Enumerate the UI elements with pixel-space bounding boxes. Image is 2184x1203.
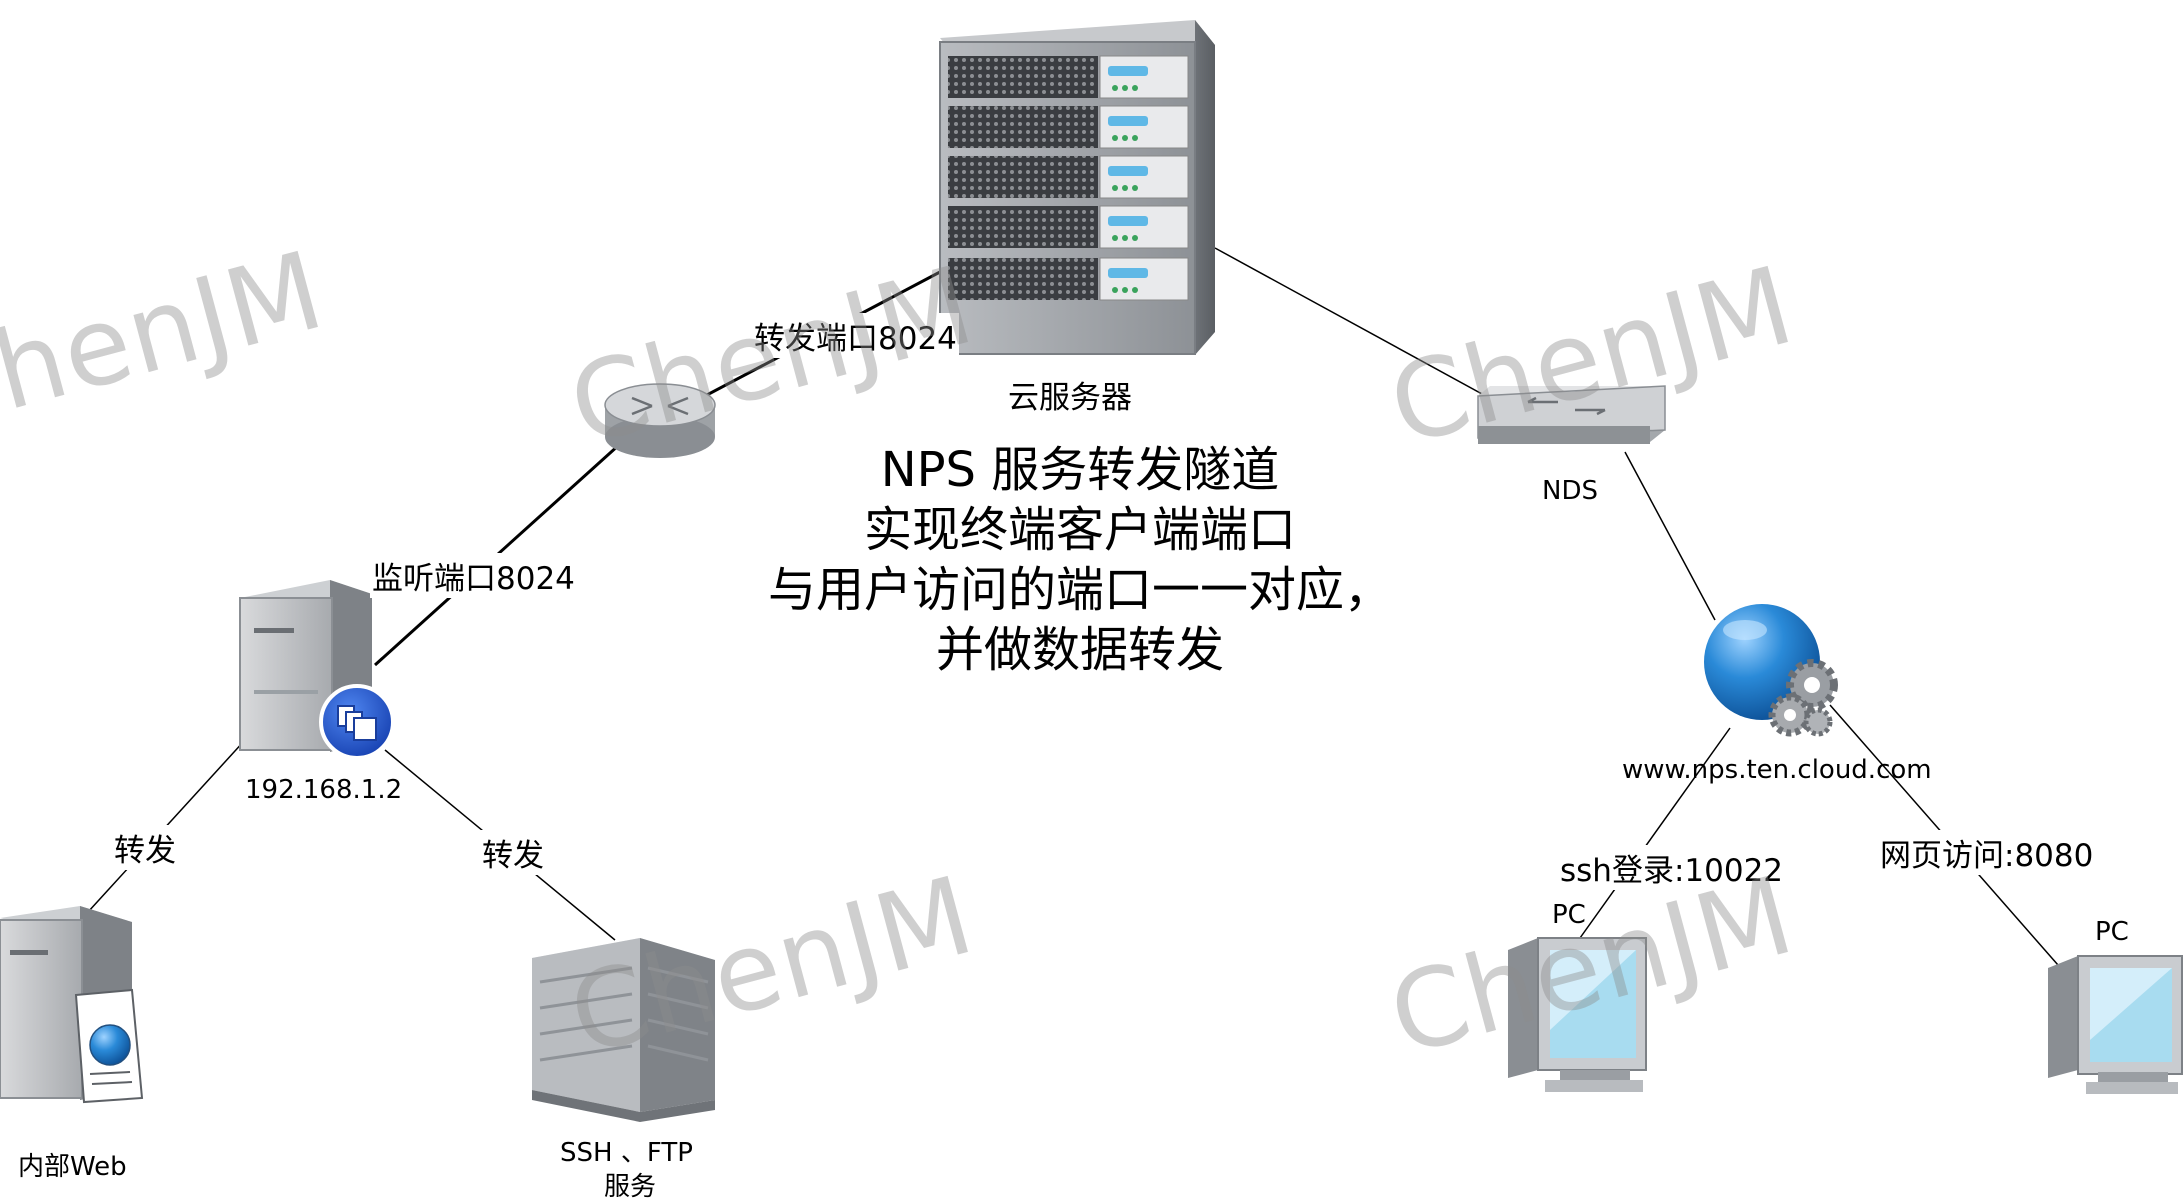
pc-left-label: PC (1552, 900, 1586, 930)
forward-badge-icon (319, 684, 395, 760)
client-ip-label: 192.168.1.2 (245, 775, 403, 805)
ssh-ftp-service-label: 服务 (604, 1172, 657, 1202)
nds-switch-icon (1477, 385, 1666, 444)
center-description: NPS 服务转发隧道 实现终端客户端端口 与用户访问的端口一一对应， 并做数据转… (650, 440, 1510, 680)
edge-label-listen-port: 监听端口8024 (370, 553, 577, 598)
gear-icon (1768, 659, 1838, 737)
description-line-4: 并做数据转发 (935, 622, 1224, 678)
pc-left-icon (1508, 937, 1647, 1092)
client-server-icon (239, 580, 395, 760)
edge-label-forward-port: 转发端口8024 (752, 313, 959, 358)
edge-label-forward-left: 转发 (112, 825, 178, 870)
internal-web-label: 内部Web (18, 1152, 127, 1182)
edge-label-forward-right: 转发 (480, 830, 546, 875)
ssh-ftp-label: SSH 、FTP (560, 1138, 693, 1168)
line-globe-pc-left (1574, 727, 1731, 946)
description-line-2: 实现终端客户端端口 (863, 502, 1296, 558)
edge-label-ssh-login: ssh登录:10022 (1558, 845, 1786, 890)
description-line-1: NPS 服务转发隧道 (880, 442, 1280, 498)
pc-right-label: PC (2095, 917, 2129, 947)
line-router-client (373, 433, 632, 667)
description-line-3: 与用户访问的端口一一对应， (767, 562, 1392, 618)
globe-gear-icon (1704, 604, 1838, 737)
pc-right-icon (2048, 955, 2183, 1094)
line-nds-globe (1624, 451, 1716, 621)
web-server-icon (0, 906, 144, 1104)
cloud-server-icon (939, 20, 1215, 355)
line-server-nds (1214, 247, 1516, 413)
nds-label: NDS (1542, 476, 1598, 506)
server-drawers (948, 55, 1189, 301)
edge-label-web-access: 网页访问:8080 (1878, 830, 2096, 875)
cloud-server-label: 云服务器 (1008, 380, 1132, 416)
ssh-ftp-storage-icon (532, 938, 715, 1122)
router-icon (604, 383, 716, 458)
web-page-icon (74, 988, 144, 1104)
web-domain-label: www.nps.ten.cloud.com (1622, 755, 1932, 785)
